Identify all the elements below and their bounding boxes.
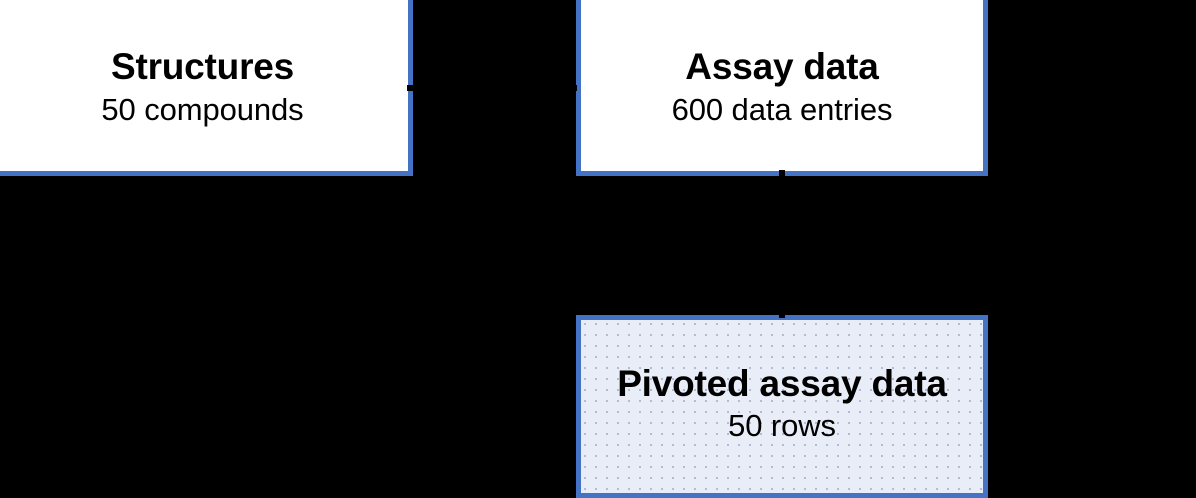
connector-anchor-assay-bottom[interactable] bbox=[779, 170, 785, 176]
connector-anchor-structures-right[interactable] bbox=[407, 85, 413, 91]
node-pivoted-assay-data-title: Pivoted assay data bbox=[617, 362, 947, 404]
connector-anchor-assay-left[interactable] bbox=[571, 85, 577, 91]
connector-anchor-pivoted-top[interactable] bbox=[779, 312, 785, 318]
node-structures-subtitle: 50 compounds bbox=[101, 91, 304, 127]
node-pivoted-assay-data-subtitle: 50 rows bbox=[728, 408, 836, 444]
node-structures-title: Structures bbox=[110, 46, 295, 88]
node-assay-data-subtitle: 600 data entries bbox=[671, 91, 893, 127]
node-pivoted-assay-data[interactable]: Pivoted assay data 50 rows bbox=[576, 315, 988, 498]
connector-assay-to-pivoted bbox=[781, 176, 783, 315]
node-assay-data-title: Assay data bbox=[685, 46, 879, 88]
node-assay-data[interactable]: Assay data 600 data entries bbox=[576, 0, 988, 176]
connector-structures-to-assay bbox=[413, 87, 576, 89]
node-structures[interactable]: Structures 50 compounds bbox=[0, 0, 413, 176]
